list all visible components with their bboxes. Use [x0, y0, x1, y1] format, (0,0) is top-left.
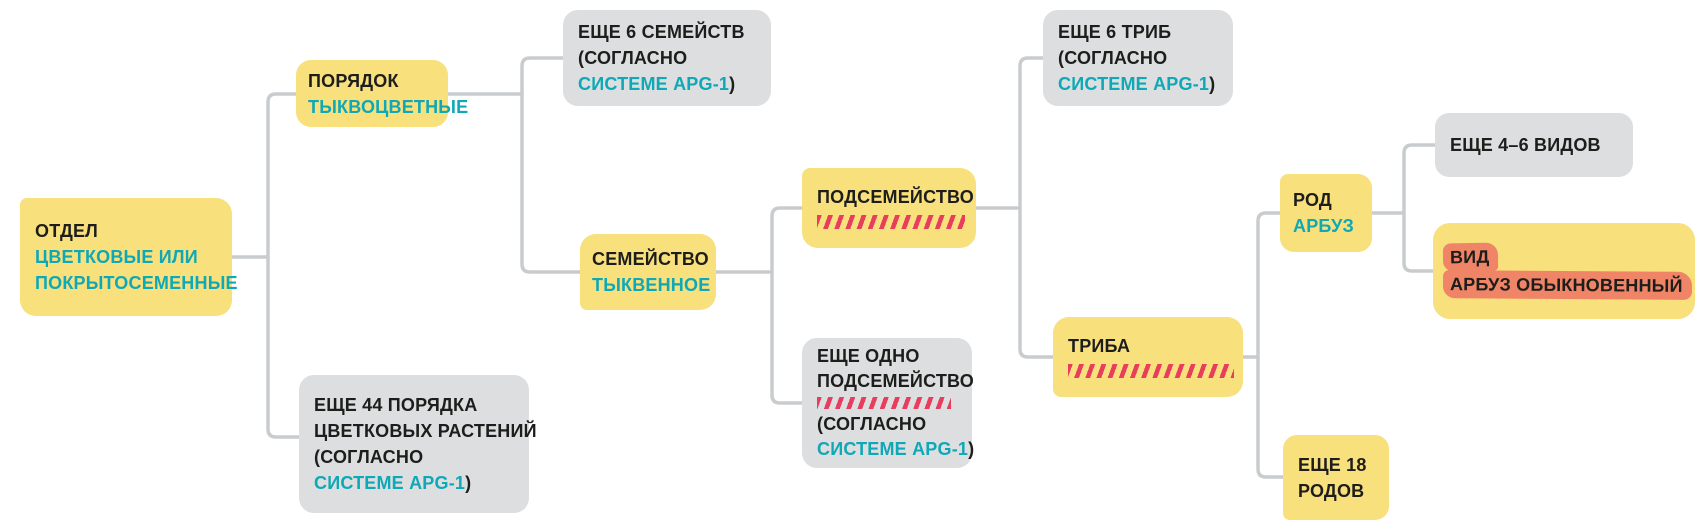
node-other-6-tribes: ЕЩЕ 6 ТРИБ (СОГЛАСНО СИСТЕМЕ APG-1) — [1043, 10, 1233, 106]
note-text: ПОДСЕМЕЙСТВО — [817, 371, 974, 391]
note-text: СИСТЕМЕ APG-1) — [314, 473, 472, 493]
node-semeystvo: СЕМЕЙСТВО ТЫКВЕННОЕ — [580, 234, 716, 310]
note-text: (СОГЛАСНО — [1058, 48, 1168, 68]
highlight-mark: ВИД — [1442, 242, 1499, 272]
note-text: ЕЩЕ 6 ТРИБ — [1058, 22, 1172, 42]
node-poryadok: ПОРЯДОК ТЫКВОЦВЕТНЫЕ — [296, 60, 468, 127]
rank-label: ОТДЕЛ — [35, 221, 99, 241]
rank-label: РОД — [1293, 190, 1332, 210]
node-other-6-families: ЕЩЕ 6 СЕМЕЙСТВ (СОГЛАСНО СИСТЕМЕ APG-1) — [563, 10, 771, 106]
note-text: СИСТЕМЕ APG-1) — [578, 74, 736, 94]
node-other-18-genera: ЕЩЕ 18 РОДОВ — [1283, 435, 1389, 520]
taxon-name: АРБУЗ ОБЫКНОВЕННЫЙ — [1442, 270, 1692, 300]
hatch-marks — [817, 215, 965, 229]
note-text: ЕЩЕ 6 СЕМЕЙСТВ — [578, 22, 745, 42]
taxon-name: ЦВЕТКОВЫЕ ИЛИ — [35, 247, 198, 267]
taxon-name: ТЫКВОЦВЕТНЫЕ — [308, 96, 469, 117]
note-text: СИСТЕМЕ APG-1) — [1058, 74, 1216, 94]
note-text: РОДОВ — [1298, 480, 1365, 501]
node-podsemeystvo: ПОДСЕМЕЙСТВО — [802, 168, 976, 248]
note-text: (СОГЛАСНО — [314, 447, 424, 467]
connector-poryadok-children — [446, 56, 582, 274]
note-text: (СОГЛАСНО — [578, 48, 688, 68]
rank-label: ТРИБА — [1068, 336, 1131, 356]
connector-triba-children — [1241, 211, 1285, 479]
highlight-mark: АРБУЗ ОБЫКНОВЕННЫЙ — [1442, 270, 1692, 300]
taxon-name: ПОКРЫТОСЕМЕННЫЕ — [35, 273, 238, 293]
taxon-name: ТЫКВЕННОЕ — [592, 275, 711, 295]
note-text: СИСТЕМЕ APG-1) — [817, 439, 975, 459]
note-text: ЕЩЕ 44 ПОРЯДКА — [314, 395, 478, 415]
rank-label: ПОДСЕМЕЙСТВО — [817, 187, 974, 207]
rank-label: СЕМЕЙСТВО — [592, 249, 709, 269]
note-text: ЕЩЕ 4–6 ВИДОВ — [1450, 135, 1601, 155]
rank-label: ПОРЯДОК — [308, 70, 399, 91]
connector-podsemeystvo-children — [974, 56, 1055, 359]
node-other-44-orders: ЕЩЕ 44 ПОРЯДКА ЦВЕТКОВЫХ РАСТЕНИЙ (СОГЛА… — [299, 375, 537, 513]
node-otdel: ОТДЕЛ ЦВЕТКОВЫЕ ИЛИ ПОКРЫТОСЕМЕННЫЕ — [20, 198, 238, 316]
node-triba: ТРИБА — [1053, 317, 1243, 397]
node-other-4-6-species: ЕЩЕ 4–6 ВИДОВ — [1435, 113, 1633, 177]
connector-rod-children — [1370, 143, 1437, 273]
connector-semeystvo-children — [714, 206, 804, 405]
node-rod: РОД АРБУЗ — [1280, 174, 1372, 252]
note-text: ЕЩЕ ОДНО — [817, 346, 920, 366]
note-text: ЦВЕТКОВЫХ РАСТЕНИЙ — [314, 421, 537, 441]
rank-label: ВИД — [1442, 242, 1499, 272]
hatch-marks — [817, 397, 951, 409]
note-text: (СОГЛАСНО — [817, 414, 927, 434]
node-vid: ВИД АРБУЗ ОБЫКНОВЕННЫЙ — [1433, 223, 1695, 319]
taxon-name: АРБУЗ — [1293, 216, 1354, 236]
node-other-subfamily: ЕЩЕ ОДНО ПОДСЕМЕЙСТВО (СОГЛАСНО СИСТЕМЕ … — [802, 338, 975, 468]
hatch-marks — [1068, 364, 1234, 378]
note-text: ЕЩЕ 18 — [1298, 454, 1367, 475]
connector-otdel-children — [230, 92, 301, 439]
